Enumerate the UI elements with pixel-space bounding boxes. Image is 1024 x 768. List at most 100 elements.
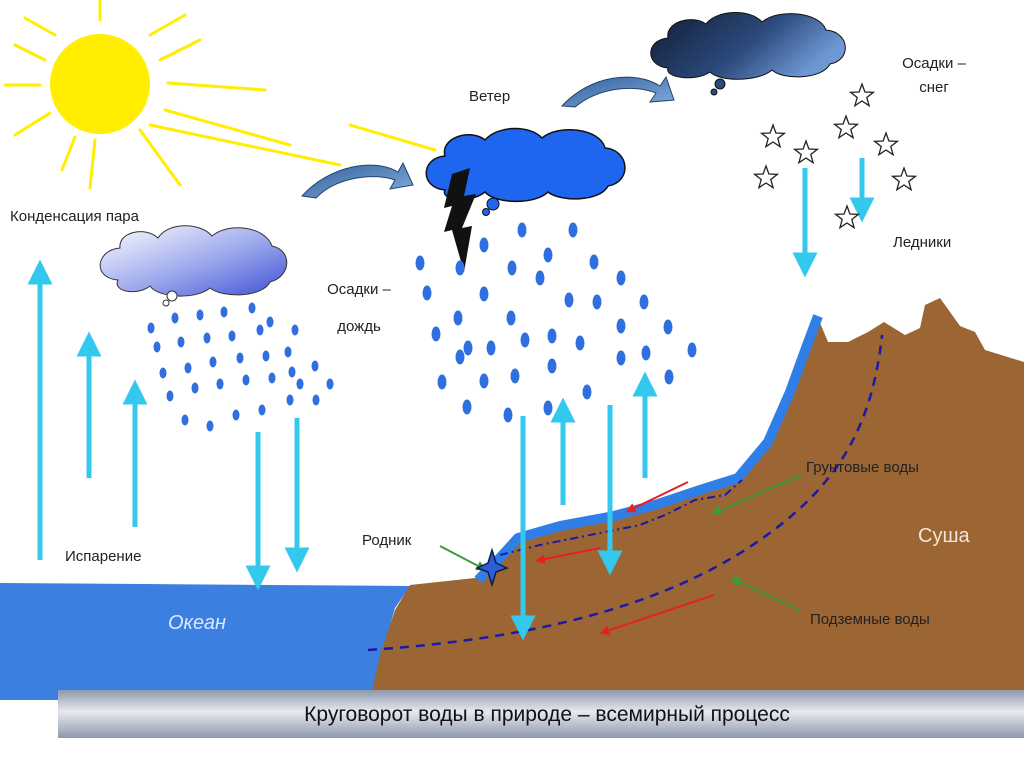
raindrop — [479, 286, 489, 302]
raindrop — [288, 366, 296, 378]
raindrop — [166, 390, 174, 402]
label-snow-1: Осадки – — [902, 55, 966, 72]
raindrop — [291, 324, 299, 336]
label-evaporation: Испарение — [65, 548, 141, 565]
evaporation-arrows — [27, 259, 658, 560]
raindrop — [641, 345, 651, 361]
raindrop — [196, 309, 204, 321]
raindrop — [503, 407, 513, 423]
raindrop — [486, 340, 496, 356]
raindrop — [463, 340, 473, 356]
raindrop — [177, 336, 185, 348]
raindrop — [256, 324, 264, 336]
cloud-icon — [425, 127, 626, 216]
raindrop — [236, 352, 244, 364]
raindrop — [517, 222, 527, 238]
raindrop — [575, 335, 585, 351]
star-icon — [759, 123, 787, 149]
raindrop — [216, 378, 224, 390]
raindrop — [592, 294, 602, 310]
star-icon — [848, 82, 876, 108]
label-rain-2: дождь — [337, 318, 381, 335]
raindrop — [479, 373, 489, 389]
raindrop — [262, 350, 270, 362]
raindrop — [232, 409, 240, 421]
raindrop — [258, 404, 266, 416]
raindrop — [326, 378, 334, 390]
label-glaciers: Ледники — [893, 234, 951, 251]
raindrop — [568, 222, 578, 238]
raindrop — [422, 285, 432, 301]
raindrop — [311, 360, 319, 372]
raindrop — [687, 342, 697, 358]
raindrop — [547, 328, 557, 344]
raindrop — [312, 394, 320, 406]
label-land: Суша — [918, 525, 970, 547]
star-icon — [792, 139, 820, 165]
raindrop — [415, 255, 425, 271]
page-title: Круговорот воды в природе – всемирный пр… — [304, 703, 790, 726]
label-condensation: Конденсация пара — [10, 208, 140, 225]
raindrop — [510, 368, 520, 384]
lightning-icon — [444, 168, 476, 272]
raindrop — [286, 394, 294, 406]
raindrop — [462, 399, 472, 415]
raindrop — [547, 358, 557, 374]
groundwater-flow-arrows — [535, 481, 715, 636]
label-groundwater: Грунтовые воды — [806, 459, 919, 476]
star-icon — [832, 114, 860, 140]
raindrop — [520, 332, 530, 348]
star-icon — [872, 131, 900, 157]
raindrop — [431, 326, 441, 342]
label-ocean: Океан — [168, 612, 226, 634]
label-spring: Родник — [362, 532, 412, 549]
wind-arrow-icon — [560, 75, 675, 108]
raindrop — [268, 372, 276, 384]
raindrop — [543, 247, 553, 263]
raindrops-large — [415, 222, 697, 423]
star-icon — [890, 166, 918, 192]
raindrop — [616, 318, 626, 334]
raindrop — [171, 312, 179, 324]
ocean — [0, 583, 410, 700]
raindrop — [455, 260, 465, 276]
raindrop — [664, 369, 674, 385]
raindrop — [639, 294, 649, 310]
raindrop — [296, 378, 304, 390]
raindrop — [147, 322, 155, 334]
label-underground: Подземные воды — [810, 611, 930, 628]
raindrop — [191, 382, 199, 394]
raindrop — [209, 356, 217, 368]
raindrop — [184, 362, 192, 374]
precipitation-arrows — [245, 158, 875, 641]
label-wind: Ветер — [469, 88, 510, 105]
label-pointer-arrows — [439, 474, 803, 611]
raindrop — [203, 332, 211, 344]
raindrop — [228, 330, 236, 342]
underground-water-line — [367, 334, 884, 652]
raindrop — [543, 400, 553, 416]
raindrop — [437, 374, 447, 390]
raindrop — [220, 306, 228, 318]
cloud-icon — [650, 11, 846, 96]
raindrop — [506, 310, 516, 326]
label-snow-2: снег — [919, 79, 949, 96]
raindrop — [507, 260, 517, 276]
raindrop — [153, 341, 161, 353]
cloud-icon — [99, 225, 288, 307]
sun-icon — [3, 0, 437, 190]
raindrop — [535, 270, 545, 286]
raindrop — [284, 346, 292, 358]
raindrop — [616, 350, 626, 366]
star-icon — [752, 164, 780, 190]
raindrop — [582, 384, 592, 400]
groundwater-line — [499, 479, 743, 556]
raindrop — [455, 349, 465, 365]
raindrop — [453, 310, 463, 326]
spring-star-icon — [475, 547, 509, 588]
star-icon — [833, 204, 861, 230]
title-banner — [58, 690, 1024, 738]
raindrop — [479, 237, 489, 253]
wind-arrow-icon — [300, 161, 414, 199]
